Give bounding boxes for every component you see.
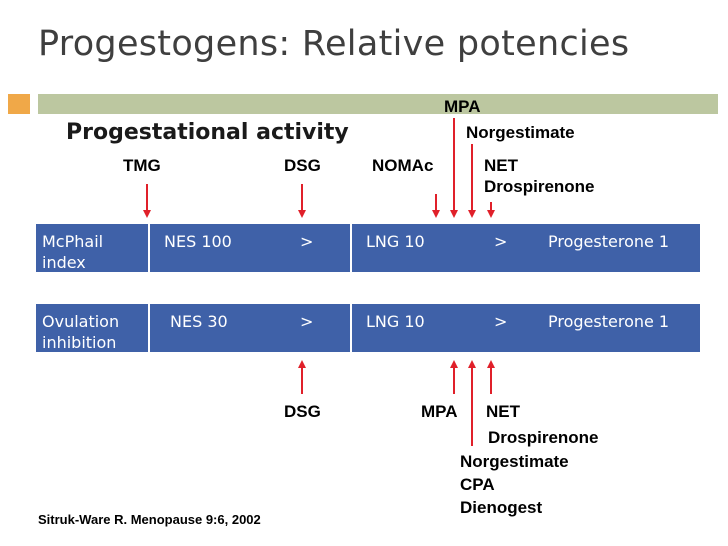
label-drospirenone-top: Drospirenone [484, 177, 595, 196]
label-norgestimate-top: Norgestimate [466, 123, 575, 142]
row-cell-nes: NES 30 [170, 312, 228, 331]
row-cell-gt2: > [494, 312, 508, 331]
row-cell-progesterone: Progesterone 1 [548, 312, 670, 331]
label-norgestimate-bottom: Norgestimate [460, 452, 569, 471]
label-net-bottom: NET [486, 402, 520, 421]
row-separator [350, 224, 352, 272]
row-cell-nes: NES 100 [164, 232, 232, 251]
accent-bar [8, 94, 30, 114]
label-tmg: TMG [123, 156, 161, 175]
row-label-line1: Ovulation [42, 312, 120, 331]
slide-title: Progestogens: Relative potencies [38, 24, 630, 64]
row-separator [148, 304, 150, 352]
label-drospirenone-bottom: Drospirenone [488, 428, 599, 447]
row-cell-gt1: > [300, 232, 314, 251]
title-underline-bar [38, 94, 718, 114]
mcphail-index-row: McPhail index NES 100 > LNG 10 > Progest… [36, 224, 700, 272]
ovulation-inhibition-row: Ovulation inhibition NES 30 > LNG 10 > P… [36, 304, 700, 352]
label-mpa-top: MPA [444, 97, 481, 116]
citation: Sitruk-Ware R. Menopause 9:6, 2002 [38, 512, 261, 527]
row-separator [350, 304, 352, 352]
row-cell-gt2: > [494, 232, 508, 251]
row-label-line2: index [42, 253, 86, 272]
label-cpa: CPA [460, 475, 495, 494]
progestational-activity-heading: Progestational activity [66, 120, 349, 145]
row-cell-lng: LNG 10 [366, 312, 425, 331]
label-dienogest: Dienogest [460, 498, 543, 517]
row-label-line2: inhibition [42, 333, 117, 352]
row-separator [148, 224, 150, 272]
row-cell-gt1: > [300, 312, 314, 331]
label-mpa-bottom: MPA [421, 402, 458, 421]
row-cell-progesterone: Progesterone 1 [548, 232, 670, 251]
row-label-line1: McPhail [42, 232, 104, 251]
label-dsg-bottom: DSG [284, 402, 321, 421]
label-net-top: NET [484, 156, 518, 175]
label-dsg-top: DSG [284, 156, 321, 175]
row-cell-lng: LNG 10 [366, 232, 425, 251]
label-nomac: NOMAc [372, 156, 434, 175]
